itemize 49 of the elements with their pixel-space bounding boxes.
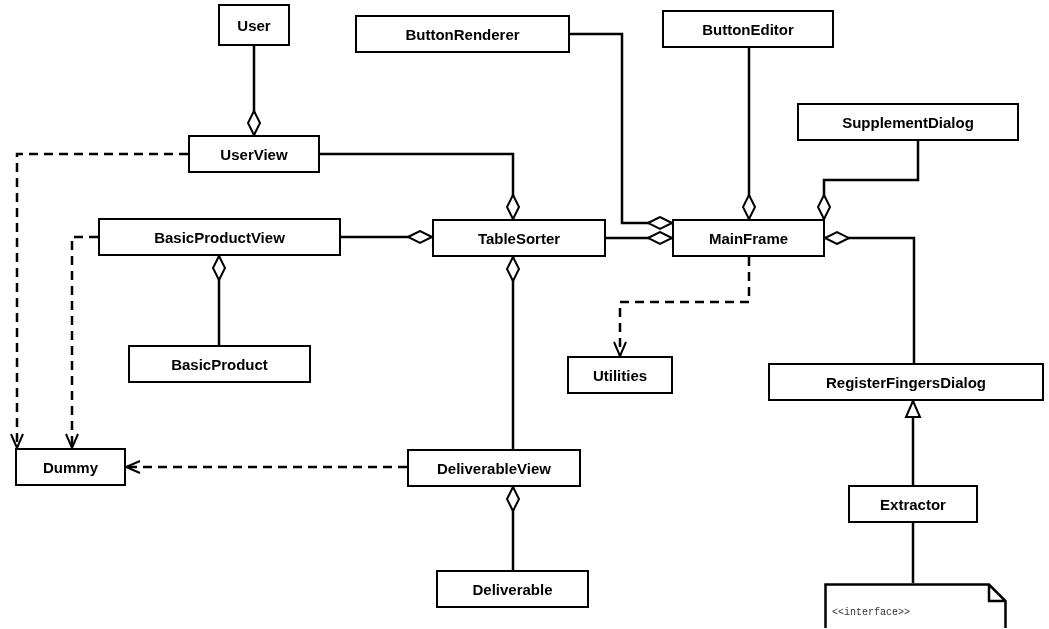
class-name: UserView (220, 145, 288, 163)
aggregation-connector (341, 230, 433, 244)
note-shape (824, 583, 1007, 628)
class-box (848, 485, 978, 523)
aggregation-connector (506, 256, 520, 449)
aggregation-connector (212, 255, 226, 345)
aggregation-connector (506, 486, 520, 570)
class-name: MainFrame (708, 229, 789, 247)
dependency-arrow (65, 235, 98, 449)
dependency-arrow (613, 257, 751, 357)
class-name: SupplementDialog (842, 113, 974, 131)
class-box (432, 219, 606, 257)
inheritance-arrow (905, 400, 921, 485)
class-name: TableSorter (477, 229, 561, 247)
class-box (662, 10, 834, 48)
aggregation-connector (824, 231, 916, 363)
class-name: BasicProductView (154, 228, 285, 246)
class-box (797, 103, 1019, 141)
class-name: Extractor (880, 495, 946, 513)
class-box (436, 570, 589, 608)
class-box (355, 15, 570, 53)
class-box (218, 4, 290, 46)
class-box (567, 356, 673, 394)
aggregation-connector (570, 32, 673, 230)
class-box (407, 449, 581, 487)
class-name: User (237, 16, 271, 34)
connector-line (911, 523, 915, 583)
aggregation-connector (247, 46, 261, 136)
class-name: Utilities (592, 366, 648, 384)
class-name: Deliverable (472, 580, 553, 598)
class-name: RegisterFingersDialog (825, 373, 986, 391)
aggregation-connector (320, 152, 520, 220)
class-box (188, 135, 320, 173)
aggregation-connector (606, 231, 673, 245)
class-box (768, 363, 1044, 401)
class-box (98, 218, 341, 256)
class-name: ButtonEditor (702, 20, 794, 38)
stereotype-label: <<interface>> (832, 607, 910, 618)
class-name: ButtonRenderer (405, 25, 520, 43)
dependency-arrow (125, 460, 407, 474)
class-box (672, 219, 825, 257)
aggregation-connector (742, 48, 756, 220)
aggregation-connector (817, 141, 920, 220)
class-name: BasicProduct (171, 355, 268, 373)
dependency-arrow (10, 152, 188, 449)
class-box (15, 448, 126, 486)
class-name: Dummy (43, 458, 98, 476)
class-name: DeliverableView (437, 459, 551, 477)
class-box (128, 345, 311, 383)
